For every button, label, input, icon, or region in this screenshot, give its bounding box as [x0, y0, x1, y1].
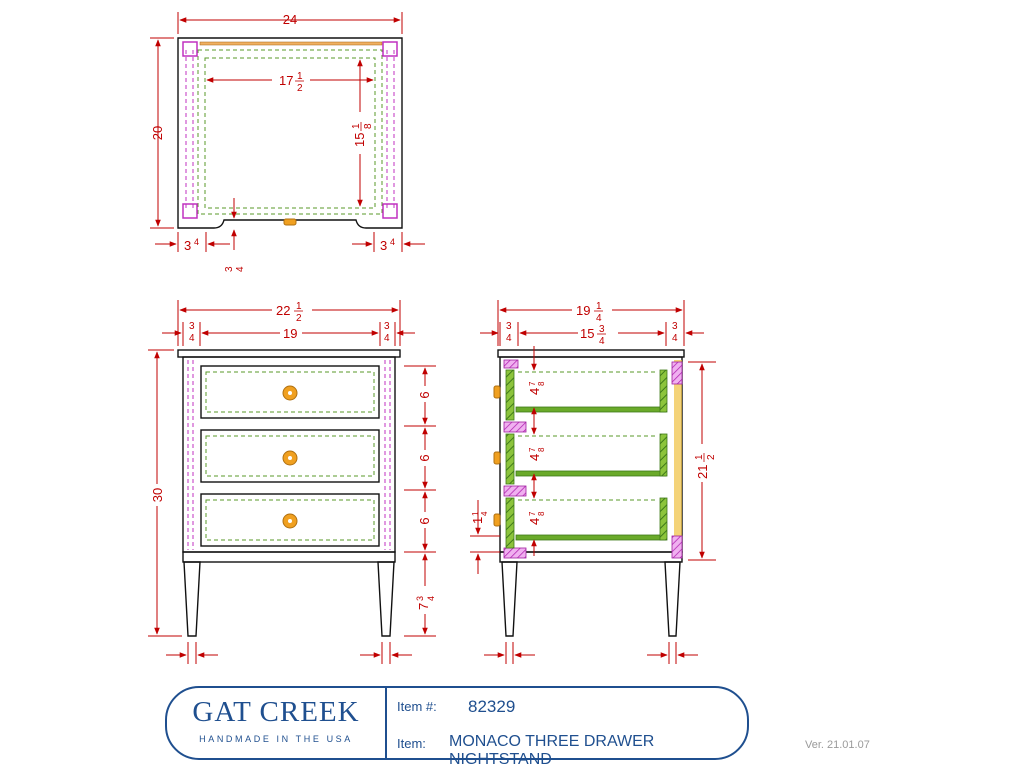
plan-width-label: 24	[283, 12, 297, 27]
plan-front-inset-num: 3	[224, 266, 235, 272]
side-open-3-whole: 4	[527, 518, 542, 525]
front-width-num: 1	[296, 301, 302, 312]
side-open-2-num: 7	[528, 447, 537, 452]
front-interior-width: 19	[283, 326, 297, 341]
brand-tagline: HANDMADE IN THE USA	[199, 734, 353, 744]
plan-interior-depth-den: 8	[363, 123, 374, 129]
front-leg-height-den: 4	[426, 596, 436, 601]
side-back-den: 4	[672, 333, 678, 344]
side-interior-num: 3	[599, 324, 605, 335]
side-depth-den: 4	[596, 313, 602, 324]
side-open-1-num: 7	[528, 381, 537, 386]
front-left-side-den: 4	[189, 333, 195, 344]
side-open-1-den: 8	[537, 381, 546, 386]
side-open-3-den: 8	[537, 511, 546, 516]
side-interior-den: 4	[599, 336, 605, 347]
plan-right-inset-whole: 3	[380, 238, 387, 253]
front-right-side-den: 4	[384, 333, 390, 344]
front-drawer-1-height: 6	[417, 391, 432, 398]
plan-interior-width-num: 1	[297, 71, 303, 82]
side-front-num: 3	[506, 321, 512, 332]
side-case-height-num: 1	[694, 454, 705, 460]
side-rail-den: 4	[480, 511, 489, 516]
item-number-value: 82329	[468, 697, 516, 716]
plan-right-inset-den: 4	[390, 237, 395, 247]
side-open-2-whole: 4	[527, 454, 542, 461]
plan-left-inset-den: 4	[194, 237, 199, 247]
title-block: GAT CREEK HANDMADE IN THE USA Item #: 82…	[165, 686, 749, 768]
front-leg-height-whole: 7	[416, 603, 431, 610]
side-rail-whole: 1	[470, 517, 485, 524]
plan-view: 24 20 17 1 2 15 1 8 3 4 3 4	[150, 12, 425, 272]
plan-interior-depth-num: 1	[351, 123, 362, 129]
item-name-label: Item:	[397, 736, 426, 751]
side-back-num: 3	[672, 321, 678, 332]
title-block-divider	[385, 688, 387, 758]
front-width-whole: 22	[276, 303, 290, 318]
version-label: Ver. 21.01.07	[805, 739, 870, 751]
plan-interior-width-whole: 17	[279, 73, 293, 88]
side-interior-whole: 15	[580, 326, 594, 341]
plan-left-inset-whole: 3	[184, 238, 191, 253]
plan-interior-width-den: 2	[297, 83, 303, 94]
front-width-den: 2	[296, 313, 302, 324]
plan-interior-depth-whole: 15	[352, 133, 367, 147]
side-rail-num: 1	[471, 511, 480, 516]
front-right-side-num: 3	[384, 321, 390, 332]
front-drawer-3-height: 6	[417, 517, 432, 524]
front-view: 22 1 2 3 4 19 3 4 30 6 6	[148, 299, 436, 664]
side-open-2-den: 8	[537, 447, 546, 452]
plan-depth-label: 20	[150, 126, 165, 140]
brand-logo: GAT CREEK HANDMADE IN THE USA	[167, 688, 385, 758]
front-drawer-2-height: 6	[417, 454, 432, 461]
item-name-value: MONACO THREE DRAWER NIGHTSTAND	[449, 733, 655, 768]
side-case-height-den: 2	[706, 454, 717, 460]
item-number-label: Item #:	[397, 699, 437, 714]
side-depth-whole: 19	[576, 303, 590, 318]
side-view: 19 1 4 3 4 15 3 4 3 4 21 1 2	[470, 299, 717, 664]
side-open-3-num: 7	[528, 511, 537, 516]
brand-name: GAT CREEK	[192, 696, 360, 728]
side-case-height-whole: 21	[695, 465, 710, 479]
side-front-den: 4	[506, 333, 512, 344]
plan-front-inset-den: 4	[235, 266, 246, 272]
front-left-side-num: 3	[189, 321, 195, 332]
side-depth-num: 1	[596, 301, 602, 312]
front-leg-height-num: 3	[415, 596, 425, 601]
front-height-label: 30	[150, 488, 165, 502]
side-open-1-whole: 4	[527, 388, 542, 395]
